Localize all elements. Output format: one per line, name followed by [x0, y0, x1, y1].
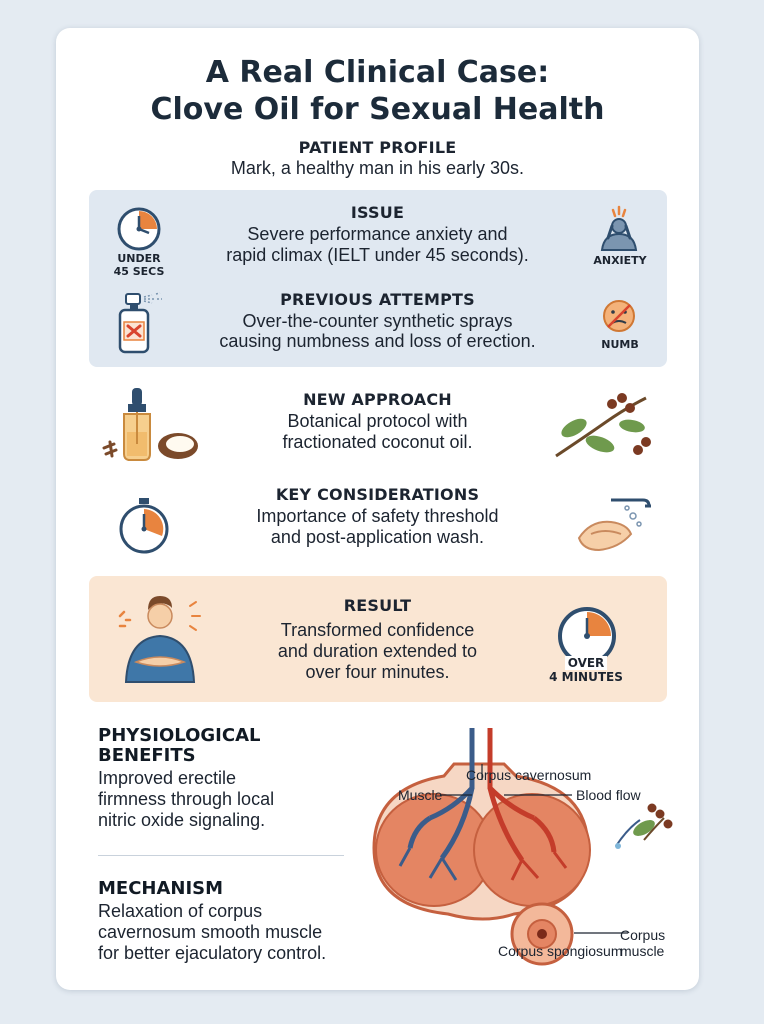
- under-tag-line1: UNDER: [117, 252, 161, 265]
- infographic-card: A Real Clinical Case: Clove Oil for Sexu…: [56, 28, 699, 990]
- result-line1: Transformed confidence: [280, 620, 475, 640]
- previous-attempts-line2: causing numbness and loss of erection.: [219, 331, 536, 351]
- spray-bottle-icon: [118, 292, 162, 354]
- clove-branch-icon: [555, 393, 651, 458]
- secs-tag-line2: 45 SECS: [113, 265, 165, 278]
- anxiety-tag: ANXIETY: [593, 254, 647, 267]
- corpus-cavernosum-label: Corpus cavernosum: [466, 767, 591, 783]
- benefits-heading-line2: BENEFITS: [98, 745, 196, 766]
- over-4-minutes-tag: OVER 4 MINUTES: [536, 656, 636, 684]
- issue-line1: Severe performance anxiety and: [247, 224, 508, 244]
- confident-man-icon: [118, 596, 201, 683]
- corpus-muscle-label-line2: muscle: [620, 943, 665, 959]
- benefits-heading-line1: PHYSIOLOGICAL: [98, 725, 261, 746]
- previous-attempts-heading: PREVIOUS ATTEMPTS: [280, 290, 475, 309]
- mechanism-line1: Relaxation of corpus: [98, 901, 263, 921]
- clock-icon: [117, 207, 161, 251]
- issue-panel: [89, 190, 667, 367]
- result-line2: and duration extended to: [277, 641, 478, 661]
- anxiety-person-icon: [600, 205, 638, 251]
- result-clock-icon: [558, 607, 616, 665]
- muscle-label: Muscle: [398, 787, 443, 803]
- key-considerations-line1: Importance of safety threshold: [256, 506, 499, 526]
- anatomy-diagram: Corpus cavernosum Muscle Blood flow Corp…: [372, 728, 673, 966]
- mechanism-line2: cavernosum smooth muscle: [98, 922, 323, 942]
- blood-flow-label: Blood flow: [576, 787, 641, 803]
- hand-washing-icon: [577, 498, 651, 552]
- section-divider: [98, 855, 344, 856]
- key-considerations-line2: and post-application wash.: [270, 527, 485, 547]
- benefits-line3: nitric oxide signaling.: [98, 810, 266, 830]
- new-approach-line1: Botanical protocol with: [287, 411, 468, 431]
- patient-profile-heading: PATIENT PROFILE: [298, 138, 457, 157]
- stopwatch-icon: [119, 498, 169, 554]
- previous-attempts-line1: Over-the-counter synthetic sprays: [242, 311, 513, 331]
- new-approach-line2: fractionated coconut oil.: [282, 432, 473, 452]
- under-45-secs-tag: UNDER 45 SECS: [101, 252, 177, 278]
- key-considerations-heading: KEY CONSIDERATIONS: [275, 485, 480, 504]
- oil-bottle-coconut-icon: [102, 388, 198, 461]
- issue-line2: rapid climax (IELT under 45 seconds).: [226, 245, 529, 265]
- numb-face-icon: [603, 300, 635, 332]
- over-tag-line1: OVER: [564, 656, 608, 670]
- corpus-muscle-label-line1: Corpus: [620, 927, 665, 943]
- patient-profile-text: Mark, a healthy man in his early 30s.: [230, 158, 525, 178]
- result-heading: RESULT: [343, 596, 412, 615]
- minutes-tag-line2: 4 MINUTES: [549, 670, 623, 684]
- page-title-line1: A Real Clinical Case:: [205, 55, 550, 90]
- benefits-line2: firmness through local: [98, 789, 275, 809]
- new-approach-heading: NEW APPROACH: [303, 390, 452, 409]
- result-line3: over four minutes.: [305, 662, 450, 682]
- page-title-line2: Clove Oil for Sexual Health: [150, 92, 605, 127]
- numb-tag: NUMB: [601, 338, 639, 351]
- mechanism-line3: for better ejaculatory control.: [98, 943, 327, 963]
- issue-heading: ISSUE: [350, 203, 405, 222]
- benefits-line1: Improved erectile: [98, 768, 237, 788]
- corpus-spongiosum-label: Corpus spongiosum: [498, 943, 623, 959]
- mechanism-heading: MECHANISM: [98, 878, 224, 899]
